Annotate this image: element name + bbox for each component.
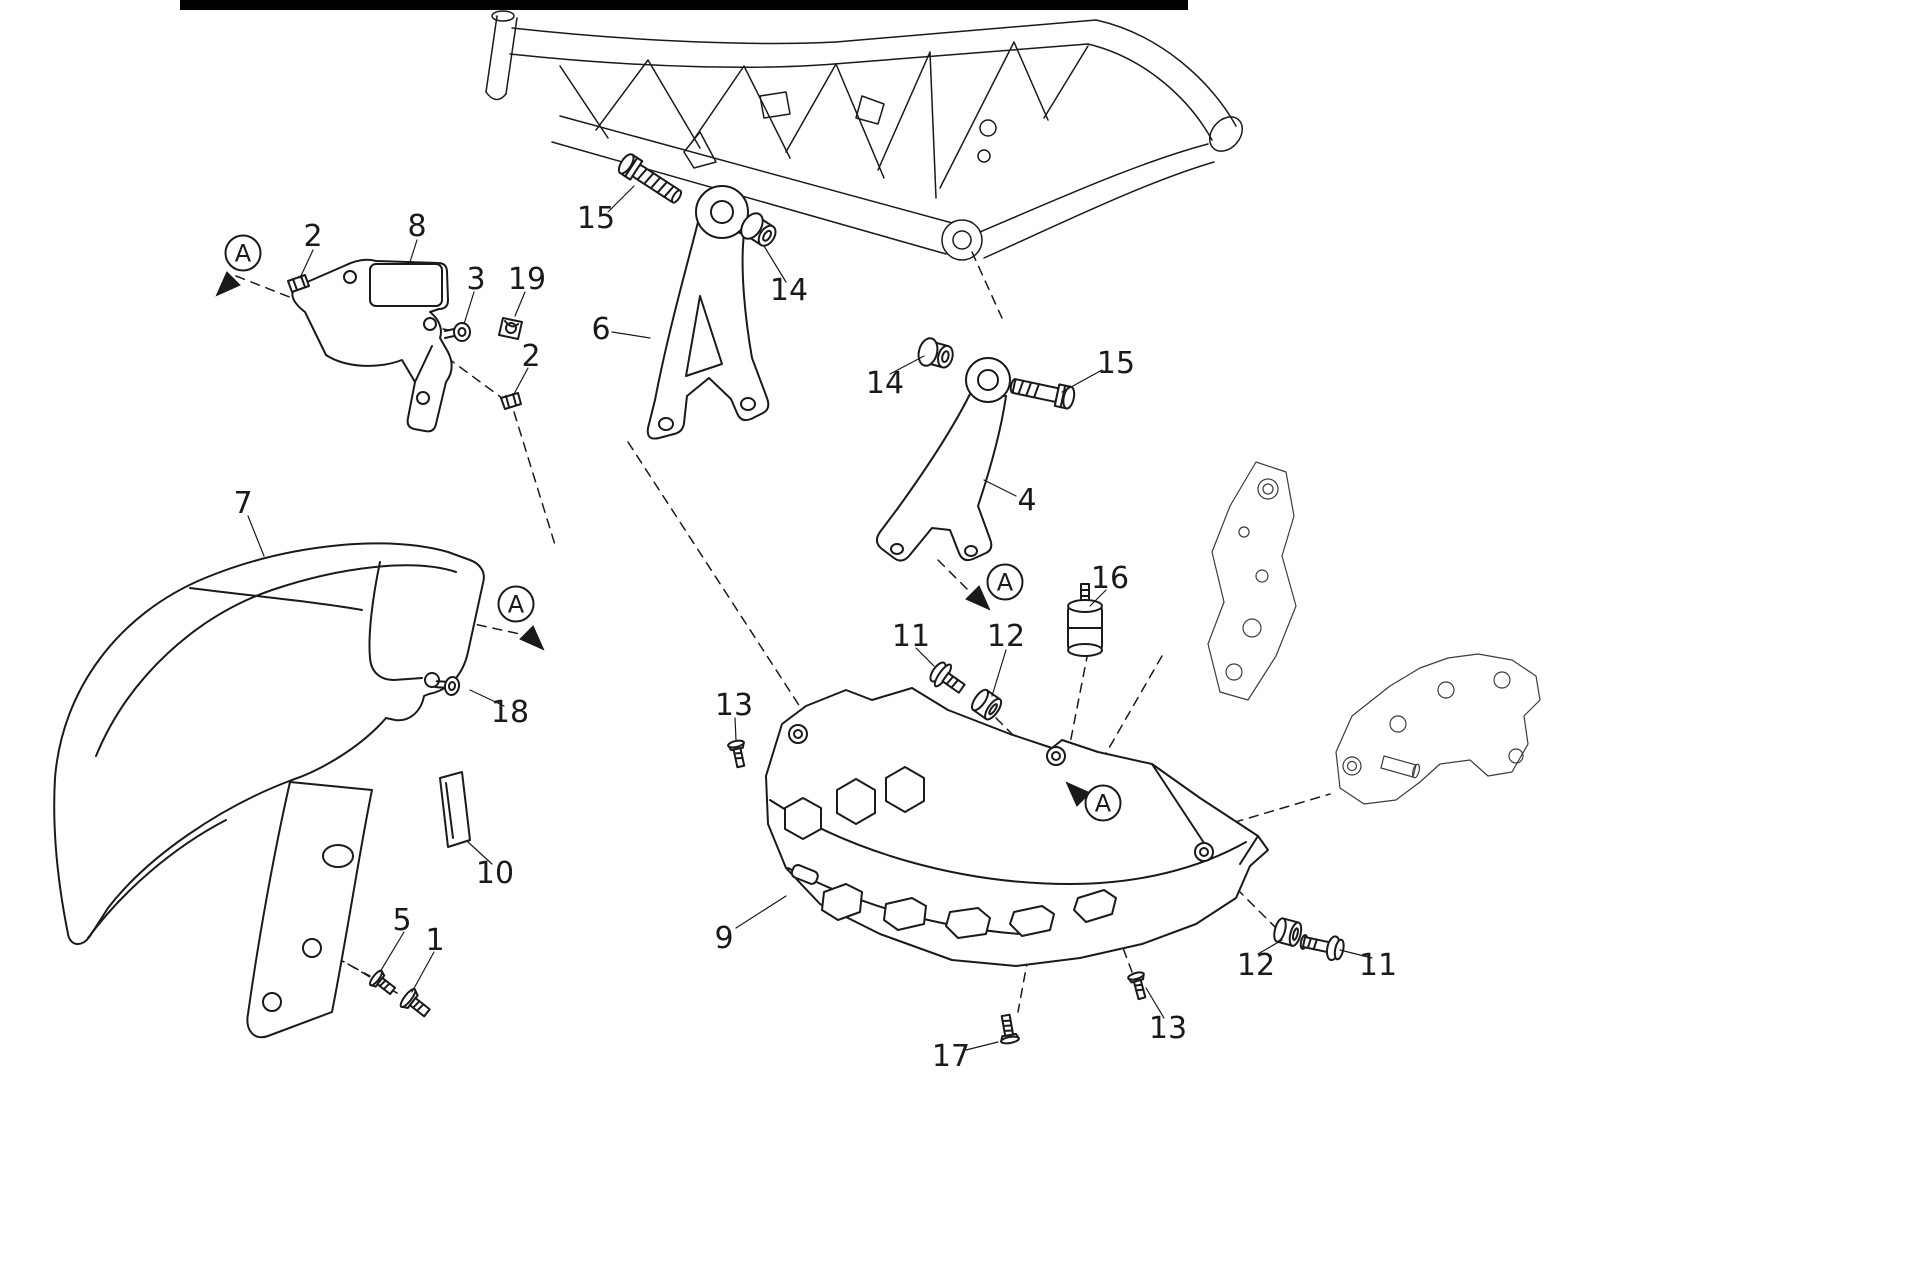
bolt-15-left <box>617 153 683 204</box>
retainer-clip-2-lower <box>500 392 522 410</box>
leader-lines <box>247 185 1373 1051</box>
bracket-arm-6 <box>646 185 770 440</box>
frame-assembly <box>485 10 1244 261</box>
screw-13-lower <box>1127 971 1147 1001</box>
front-fender-7 <box>53 542 485 1039</box>
screw-3 <box>444 322 471 342</box>
view-arrow-4 <box>1065 781 1091 807</box>
view-arrow-3 <box>965 585 991 611</box>
screw-1 <box>399 988 431 1018</box>
screw-5 <box>368 969 397 996</box>
screw-11-lower <box>1299 934 1345 962</box>
screw-17 <box>1000 1013 1020 1045</box>
caliper-bracket-left <box>1207 461 1297 701</box>
top-border-bar <box>180 0 1188 10</box>
spacer-12-upper <box>970 688 1003 721</box>
clip-nut-19 <box>498 317 523 340</box>
bolt-15-right <box>1009 378 1076 410</box>
bushing-14-left <box>740 212 777 247</box>
skid-plate-holes <box>788 724 1214 862</box>
view-arrow-2 <box>519 625 545 651</box>
spacer-12-lower <box>1273 917 1303 947</box>
view-arrow-1 <box>215 271 241 297</box>
screw-11-upper <box>929 661 966 694</box>
retainer-clip-2-upper <box>287 274 310 293</box>
rubber-mount-16 <box>1067 583 1103 657</box>
bracket-arm-4 <box>876 357 1011 562</box>
view-direction-arrows <box>215 271 1091 807</box>
screw-18 <box>434 676 461 696</box>
caliper-bracket-right <box>1335 653 1541 805</box>
bracket-8 <box>291 258 453 433</box>
bushing-14-right <box>917 337 954 369</box>
screw-13-left <box>727 739 746 769</box>
sticker-10 <box>439 771 471 848</box>
skid-plate-cutouts <box>784 766 1117 939</box>
